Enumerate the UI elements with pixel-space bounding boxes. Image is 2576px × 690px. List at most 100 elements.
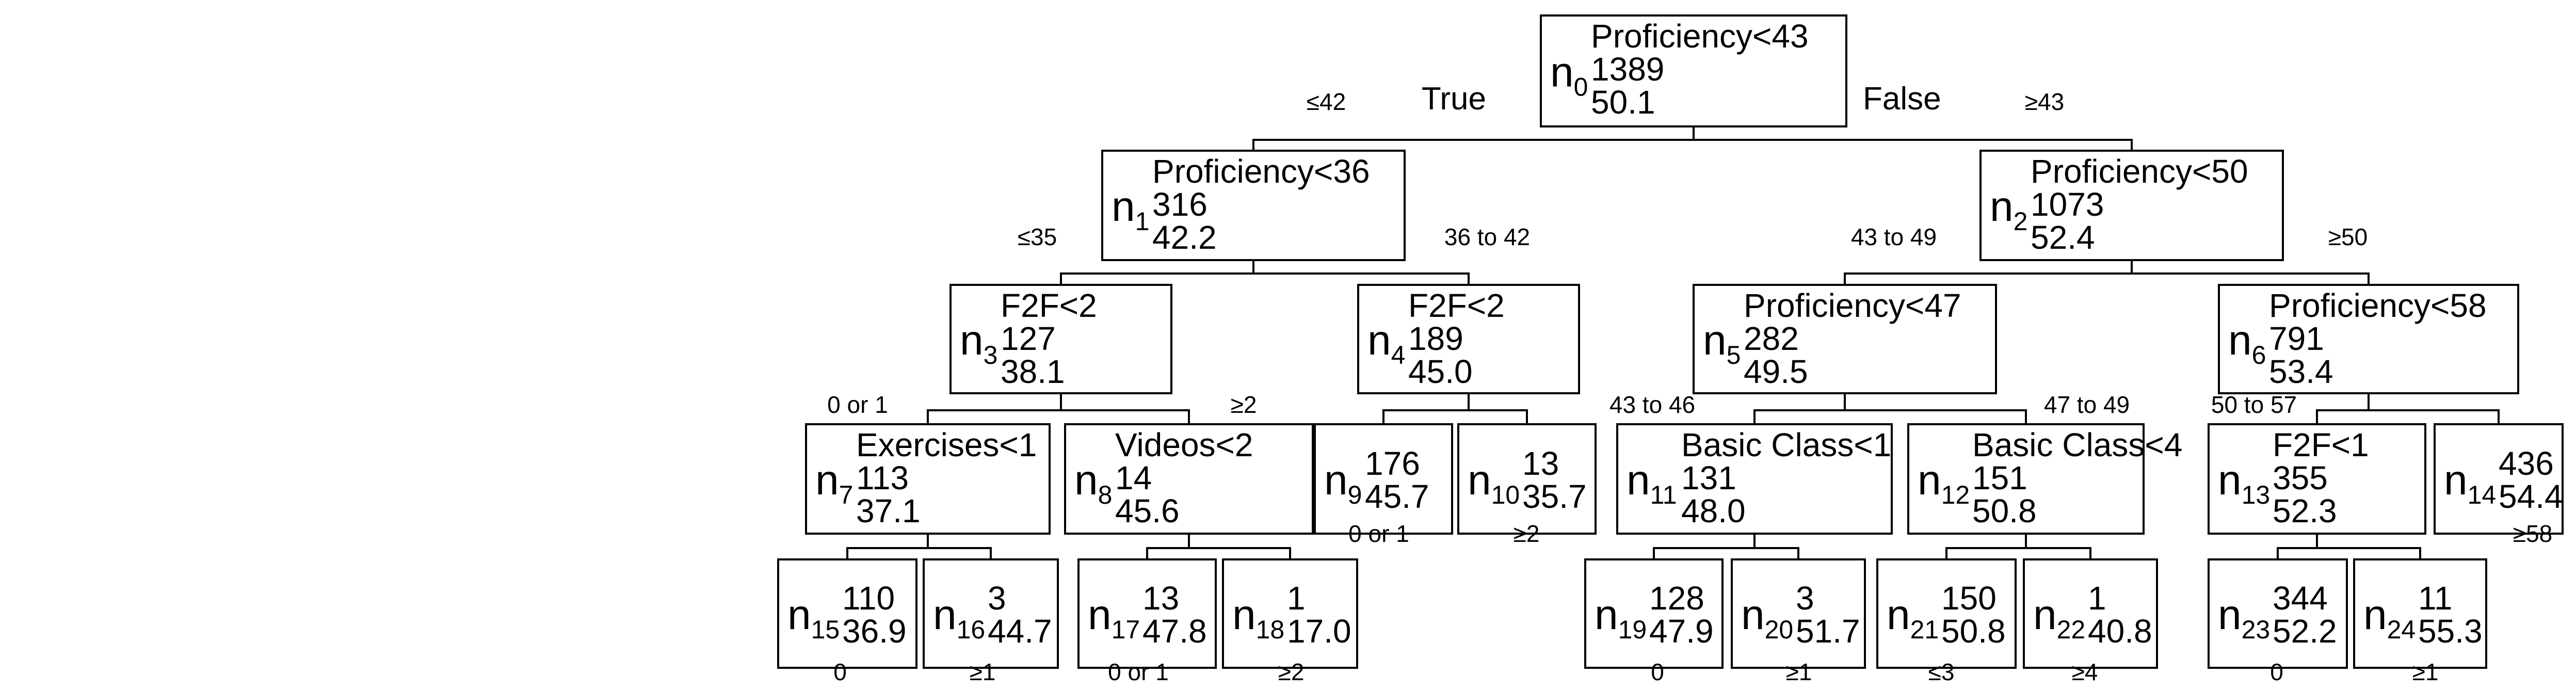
node-box: [2218, 284, 2519, 394]
node-count: 151: [1972, 459, 2027, 496]
tree-edge: [2369, 409, 2500, 424]
edge-label: 0 or 1: [1108, 659, 1169, 685]
node-id: n0: [1550, 49, 1588, 102]
tree-edge: [1753, 409, 1845, 424]
node-box: [2208, 423, 2426, 535]
node-split: Basic Class<4: [1972, 426, 2182, 463]
node-id: n16: [933, 591, 985, 644]
edge-label: 0: [2270, 659, 2283, 685]
node-box: [1101, 150, 1406, 261]
tree-edge: [927, 409, 1061, 424]
node-mean: 42.2: [1152, 219, 1217, 256]
node-id: n17: [1088, 591, 1140, 644]
node-count: 150: [1941, 580, 1997, 617]
node-mean: 51.7: [1796, 613, 1860, 650]
node-box: [2353, 558, 2487, 669]
node-box: [1876, 558, 2017, 669]
node-split: Proficiency<43: [1591, 18, 1809, 55]
node-count: 344: [2273, 580, 2328, 617]
tree-edge: [1653, 547, 1754, 559]
node-mean: 53.4: [2269, 353, 2333, 390]
node-mean: 47.8: [1142, 613, 1207, 650]
node-count: 316: [1152, 186, 1208, 223]
tree-edge: [1252, 139, 1694, 151]
node-count: 436: [2499, 445, 2554, 482]
tree-edge: [1469, 409, 1528, 424]
node-mean: 50.1: [1591, 84, 1655, 121]
node-box: [777, 558, 917, 669]
node-box: [1907, 423, 2145, 535]
edge-label: ≥2: [1231, 391, 1257, 418]
tree-edge: [1253, 272, 1470, 285]
node-box: [1616, 423, 1893, 535]
tree-edge: [1189, 547, 1291, 559]
edge-label: 36 to 42: [1444, 223, 1530, 250]
node-split: Proficiency<58: [2269, 287, 2487, 324]
node-split: F2F<2: [1408, 287, 1505, 324]
node-mean: 44.7: [988, 613, 1052, 650]
edge-label: 0: [1651, 659, 1664, 685]
true-branch-label: True: [1422, 81, 1486, 117]
node-split: Proficiency<47: [1744, 287, 1961, 324]
node-box: [923, 558, 1059, 669]
node-mean: 50.8: [1941, 613, 2006, 650]
node-mean: 55.3: [2418, 613, 2483, 650]
node-box: [949, 284, 1172, 394]
node-mean: 45.6: [1115, 492, 1180, 529]
node-mean: 45.0: [1408, 353, 1473, 390]
node-count: 131: [1681, 459, 1736, 496]
edge-label: ≤42: [1307, 88, 1346, 115]
node-box: [1357, 284, 1580, 394]
node-mean: 37.1: [856, 492, 921, 529]
node-mean: 36.9: [842, 613, 907, 650]
node-split: F2F<1: [2273, 426, 2369, 463]
node-box: [2023, 558, 2158, 669]
edge-label: ≥50: [2328, 223, 2368, 250]
edge-label: ≤35: [1018, 223, 1057, 250]
tree-edge: [1694, 139, 2133, 151]
tree-edge: [1060, 272, 1253, 285]
node-box: [2208, 558, 2348, 669]
tree-edge: [2317, 547, 2421, 559]
node-count: 1: [1287, 580, 1306, 617]
edge-label: 47 to 49: [2044, 391, 2130, 418]
node-count: 113: [856, 459, 909, 496]
node-count: 14: [1115, 459, 1152, 496]
node-box: [1222, 558, 1358, 669]
node-box: [1314, 423, 1453, 535]
node-box: [1693, 284, 1997, 394]
node-box: [1457, 423, 1597, 535]
edge-label: 50 to 57: [2211, 391, 2297, 418]
node-box: [1584, 558, 1724, 669]
tree-edge: [2132, 272, 2370, 285]
node-split: Proficiency<50: [2031, 153, 2248, 190]
node-mean: 50.8: [1972, 492, 2037, 529]
tree-edge: [2026, 547, 2091, 559]
node-split: F2F<2: [1001, 287, 1097, 324]
node-split: Basic Class<1: [1681, 426, 1891, 463]
node-box: [1731, 558, 1866, 669]
node-count: 355: [2273, 459, 2328, 496]
edge-label: ≥1: [970, 659, 996, 685]
tree-edge: [1146, 547, 1189, 559]
tree-edge: [846, 547, 928, 559]
edge-label: ≥2: [1278, 659, 1305, 685]
node-box: [1979, 150, 2284, 261]
edge-label: ≥43: [2025, 88, 2064, 115]
node-mean: 38.1: [1001, 353, 1065, 390]
